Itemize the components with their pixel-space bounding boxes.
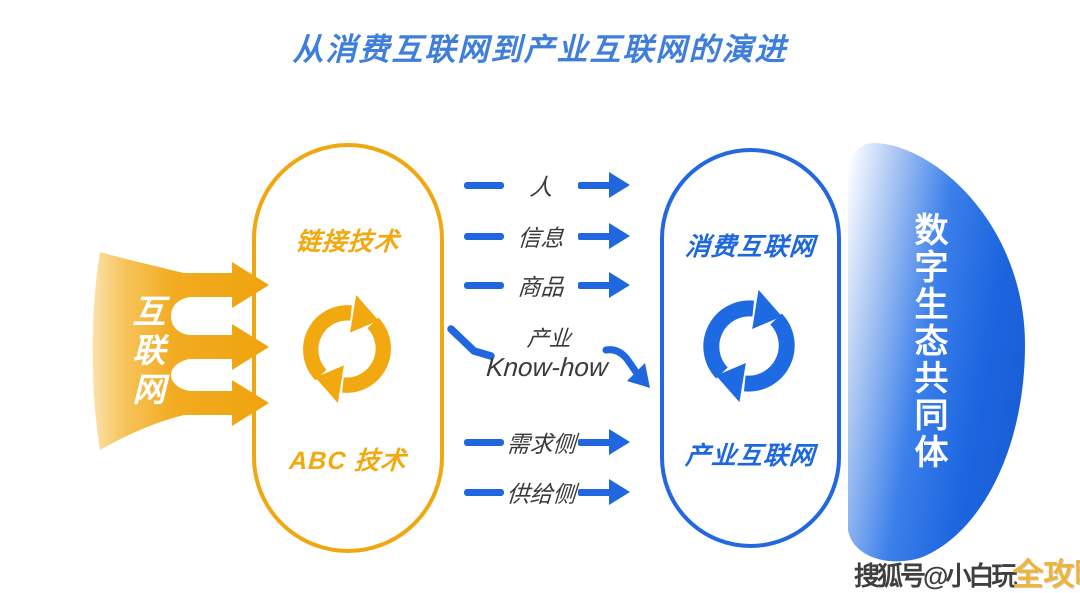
cycle-arrows-icon bbox=[696, 289, 802, 403]
internet-capsule-bottom-label: 产业互联网 bbox=[684, 442, 817, 470]
flow-label: 供给侧 bbox=[505, 481, 577, 507]
internet-capsule-top-label: 消费互联网 bbox=[684, 233, 817, 261]
right-arrow-icon bbox=[578, 479, 630, 505]
right-arrow-icon bbox=[578, 429, 630, 455]
cycle-arrows-icon bbox=[296, 294, 398, 404]
right-arrow-icon bbox=[578, 172, 630, 198]
watermark-highlight: 全攻略 bbox=[1012, 557, 1080, 592]
dash-icon bbox=[464, 438, 504, 446]
right-arrow-icon bbox=[578, 223, 630, 249]
dash-icon bbox=[464, 488, 504, 496]
ecosystem-label: 数字生态共同体 bbox=[909, 212, 947, 471]
page-title: 从消费互联网到产业互联网的演进 bbox=[292, 32, 788, 67]
knowhow-line1: 产业 bbox=[526, 326, 572, 351]
flow-row-people: 人 bbox=[464, 172, 630, 200]
funnel-label: 互联网 bbox=[128, 294, 165, 411]
flow-label: 商品 bbox=[516, 274, 565, 300]
funnel-arrows-icon bbox=[92, 252, 269, 450]
tech-capsule-bottom-label: ABC 技术 bbox=[288, 447, 408, 475]
diagonal-arrow-icon bbox=[602, 346, 650, 388]
internet-capsule: 消费互联网 产业互联网 bbox=[660, 148, 841, 548]
elbow-line-icon bbox=[447, 325, 495, 360]
dash-icon bbox=[464, 181, 504, 189]
flow-row-demand-side: 需求侧 bbox=[464, 429, 630, 457]
ecosystem-blob bbox=[848, 143, 1025, 562]
knowhow-line2: Know-how bbox=[485, 352, 609, 382]
tech-capsule-top-label: 链接技术 bbox=[294, 228, 401, 256]
flow-row-information: 信息 bbox=[464, 223, 630, 251]
flow-label: 人 bbox=[528, 174, 554, 200]
flow-label: 需求侧 bbox=[505, 431, 577, 457]
right-arrow-icon bbox=[578, 272, 630, 298]
flow-label: 信息 bbox=[516, 225, 565, 251]
flow-row-goods: 商品 bbox=[464, 272, 630, 300]
flow-row-supply-side: 供给侧 bbox=[464, 479, 630, 507]
knowhow-label: 产业 Know-how bbox=[485, 326, 611, 382]
dash-icon bbox=[464, 281, 504, 289]
dash-icon bbox=[464, 232, 504, 240]
watermark-prefix: 搜狐号@小白玩 bbox=[854, 561, 1017, 591]
watermark: 搜狐号@小白玩全攻略 bbox=[854, 549, 1080, 593]
